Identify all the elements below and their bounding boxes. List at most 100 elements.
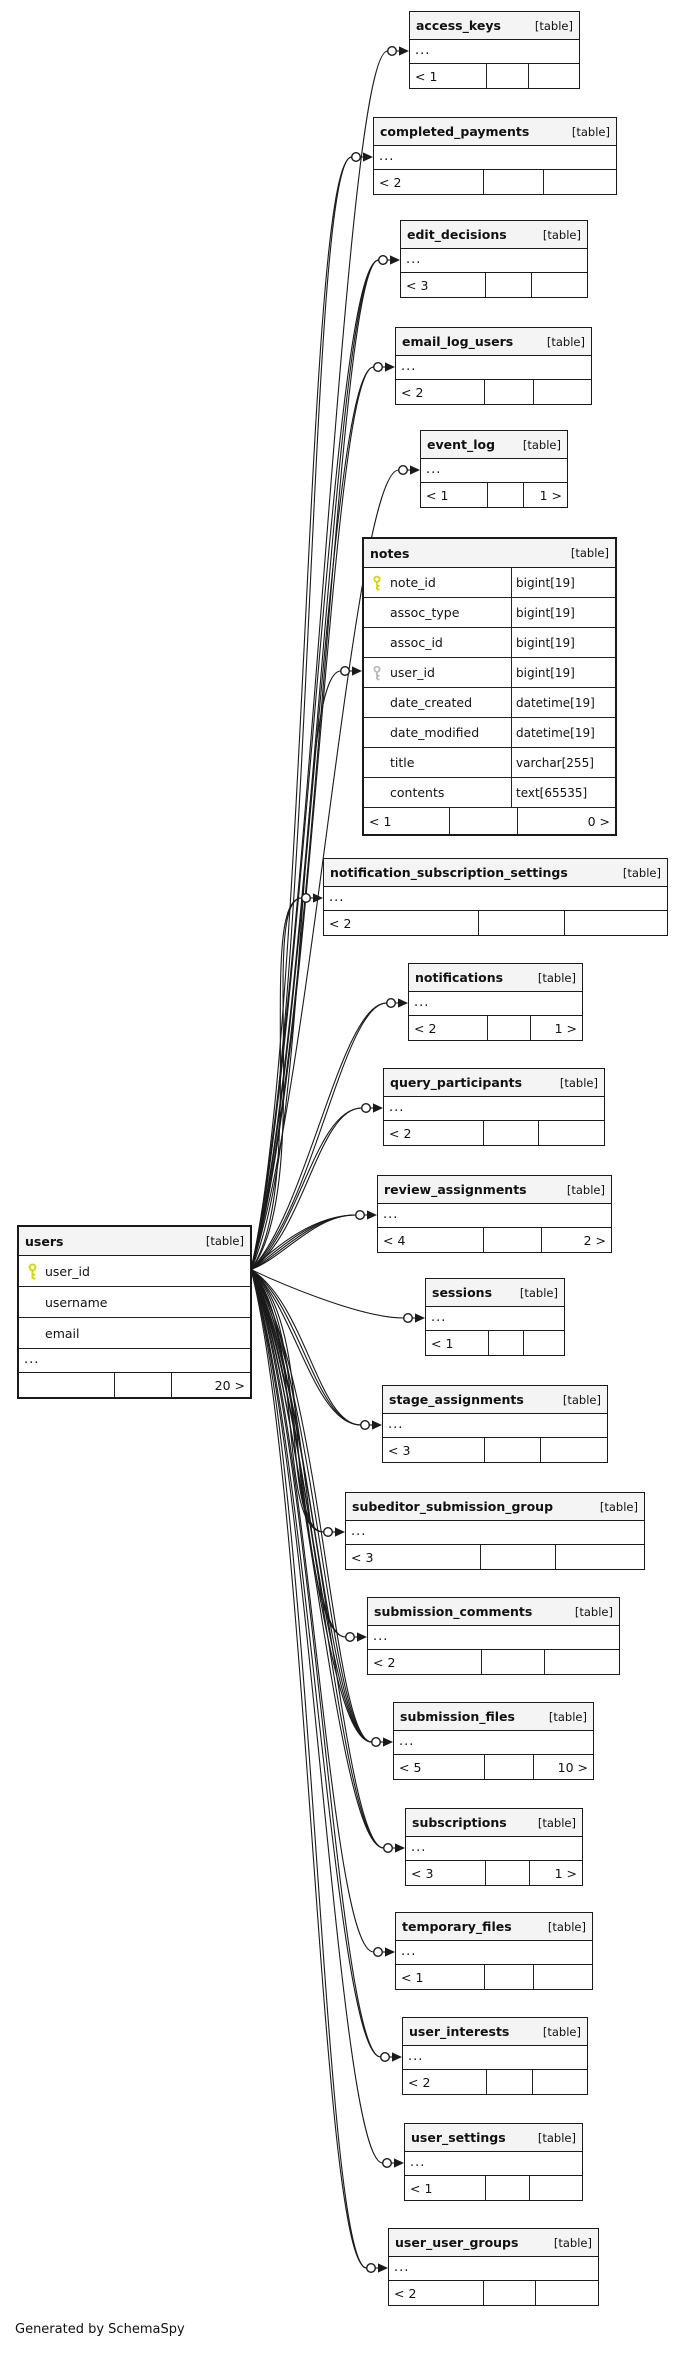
table-name-link[interactable]: user_user_groups <box>395 2235 519 2250</box>
zero-or-many-circle <box>345 1631 356 1642</box>
fk-edge-users-to-user_user_groups <box>250 1269 367 2269</box>
table-header[interactable]: subeditor_submission_group[table] <box>346 1493 644 1521</box>
table-header[interactable]: users [table] <box>19 1227 250 1256</box>
table-header[interactable]: notes [table] <box>364 539 615 568</box>
fk-edge-users-to-completed_payments <box>250 156 352 1270</box>
table-header[interactable]: notifications[table] <box>409 964 582 992</box>
fk-edge-users-to-edit_decisions <box>250 259 379 1270</box>
table-name-link[interactable]: notifications <box>415 970 504 985</box>
table-type-tag: [table] <box>519 1285 558 1300</box>
zero-or-many-circle <box>380 2051 391 2062</box>
column-row-note_id: note_id bigint[19] <box>364 568 615 598</box>
arrowhead-icon <box>385 362 395 372</box>
table-header[interactable]: notification_subscription_settings [table… <box>324 859 667 887</box>
arrowhead-icon <box>363 152 373 162</box>
table-edit_decisions: edit_decisions[table] ... < 3 <box>400 220 588 298</box>
table-header[interactable]: access_keys [table] <box>410 12 579 40</box>
table-name-link[interactable]: completed_payments <box>380 124 530 139</box>
footer-middle-cell <box>483 2281 535 2305</box>
footer-parents-count <box>19 1373 114 1397</box>
columns-ellipsis: ... <box>410 40 579 64</box>
table-name-link[interactable]: users <box>25 1233 64 1249</box>
column-row-contents: contents text[65535] <box>364 778 615 808</box>
table-name-link[interactable]: user_settings <box>411 2130 506 2145</box>
table-name-link[interactable]: user_interests <box>409 2024 510 2039</box>
column-name: username <box>45 1294 108 1310</box>
table-header[interactable]: temporary_files[table] <box>396 1913 592 1941</box>
columns-ellipsis: ... <box>389 2257 598 2281</box>
table-name-link[interactable]: email_log_users <box>402 334 514 349</box>
zero-or-many-circle <box>323 1526 334 1537</box>
column-name: user_id <box>45 1263 90 1279</box>
table-name-link[interactable]: submission_comments <box>374 1604 533 1619</box>
zero-or-many-circle <box>382 2157 393 2168</box>
fk-edge-users-to-submission_comments <box>250 1269 346 1638</box>
footer-middle-cell <box>483 1438 540 1462</box>
table-name-link[interactable]: edit_decisions <box>407 227 507 242</box>
footer-middle-cell <box>449 808 517 834</box>
table-name-link[interactable]: subeditor_submission_group <box>352 1499 554 1514</box>
table-header[interactable]: subscriptions [table] <box>406 1809 582 1837</box>
footer-parents-count: < 3 <box>351 1549 374 1565</box>
table-footer: < 2 <box>368 1650 619 1674</box>
table-header[interactable]: submission_files[table] <box>394 1703 593 1731</box>
table-name-link[interactable]: stage_assignments <box>389 1392 524 1407</box>
columns-ellipsis: ... <box>421 459 567 483</box>
table-header[interactable]: email_log_users[table] <box>396 328 591 356</box>
table-header[interactable]: completed_payments[table] <box>374 118 616 146</box>
footer-parents-count: < 3 <box>388 1442 411 1458</box>
table-name-link[interactable]: subscriptions <box>412 1815 507 1830</box>
column-type: bigint[19] <box>511 628 615 657</box>
table-name-link[interactable]: review_assignments <box>384 1182 527 1197</box>
table-header[interactable]: review_assignments[table] <box>378 1176 611 1204</box>
table-header[interactable]: edit_decisions [table] <box>401 221 587 249</box>
table-footer: < 1 <box>426 1331 564 1355</box>
table-type-tag: [table] <box>542 2024 581 2039</box>
table-name-link[interactable]: notification_subscription_settings <box>330 865 568 880</box>
table-name-link[interactable]: temporary_files <box>402 1919 512 1934</box>
footer-parents-count: < 1 <box>431 1335 454 1351</box>
footer-children-count: 1 > <box>530 1016 582 1040</box>
columns-ellipsis: ... <box>396 1941 592 1965</box>
table-sessions: sessions[table] ... < 1 <box>425 1278 565 1356</box>
fk-edge-users-to-notes <box>250 670 341 1270</box>
fk-edge-users-to-query_participants <box>250 1107 362 1270</box>
arrowhead-icon <box>378 2263 388 2273</box>
table-type-tag: [table] <box>537 1815 576 1830</box>
footer-middle-cell <box>483 1121 538 1145</box>
table-header[interactable]: user_interests [table] <box>403 2018 587 2046</box>
table-name-link[interactable]: notes <box>370 545 410 561</box>
column-type: datetime[19] <box>511 718 615 747</box>
footer-middle-cell <box>486 483 524 507</box>
table-header[interactable]: submission_comments[table] <box>368 1598 619 1626</box>
table-name-link[interactable]: access_keys <box>416 18 501 33</box>
table-header[interactable]: user_settings[table] <box>405 2124 582 2152</box>
table-type-tag: [table] <box>570 546 609 560</box>
footer-children-count <box>528 64 579 88</box>
table-header[interactable]: stage_assignments[table] <box>383 1386 607 1414</box>
arrowhead-icon <box>390 255 400 265</box>
table-name-link[interactable]: sessions <box>432 1285 493 1300</box>
fk-edge-users-to-notification_subscription_settings <box>250 897 302 1270</box>
table-name-link[interactable]: submission_files <box>400 1709 515 1724</box>
table-type-tag: [table] <box>622 865 661 880</box>
table-type-tag: [table] <box>542 227 581 242</box>
table-name-link[interactable]: query_participants <box>390 1075 523 1090</box>
table-user_interests: user_interests[table] ... < 2 <box>402 2017 588 2095</box>
zero-or-many-circle <box>378 254 389 265</box>
table-name-link[interactable]: event_log <box>427 437 496 452</box>
table-header[interactable]: sessions [table] <box>426 1279 564 1307</box>
table-type-tag: [table] <box>534 18 573 33</box>
table-header[interactable]: query_participants[table] <box>384 1069 604 1097</box>
zero-or-many-circle <box>355 1209 366 1220</box>
columns-ellipsis: ... <box>378 1204 611 1228</box>
table-footer: < 2 <box>396 380 591 404</box>
footer-middle-cell <box>482 170 544 194</box>
fk-edge-users-to-user_user_groups <box>250 1269 367 2269</box>
column-row-assoc_id: assoc_id bigint[19] <box>364 628 615 658</box>
arrowhead-icon <box>398 998 408 1008</box>
zero-or-many-circle <box>340 666 351 677</box>
table-header[interactable]: event_log[table] <box>421 431 567 459</box>
table-header[interactable]: user_user_groups[table] <box>389 2229 598 2257</box>
